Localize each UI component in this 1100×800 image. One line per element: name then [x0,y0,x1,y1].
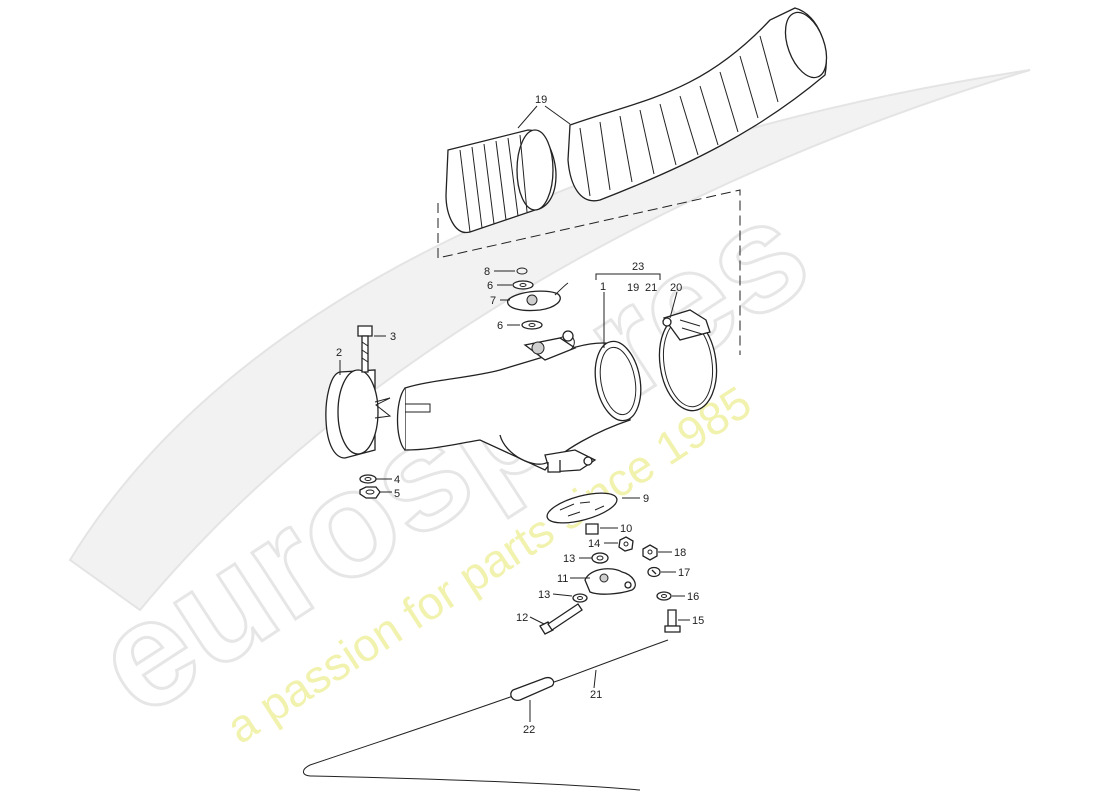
callout-7: 7 [490,295,496,307]
callout-17: 17 [678,567,690,579]
callout-21-group: 21 [645,282,657,294]
hose-short [445,129,557,234]
callout-labels: 19 23 1 19 21 20 8 6 7 6 2 3 4 5 9 10 14… [336,94,704,736]
callout-18: 18 [674,547,686,559]
callout-14: 14 [588,538,600,550]
callout-23: 23 [632,261,644,273]
lock-washer [647,566,661,578]
washer-13b [572,593,588,603]
callout-19: 19 [535,94,547,106]
callout-12: 12 [516,612,528,624]
callout-10: 10 [620,523,632,535]
hex-nut [359,486,381,499]
callout-5: 5 [394,488,400,500]
washer-13a-hole [596,555,604,561]
washer-hole [364,477,372,481]
bolt [357,325,373,373]
callout-13-lower: 13 [538,589,550,601]
spring-clip [516,267,528,275]
callout-8: 8 [484,266,490,278]
heat-exchanger-pipe [396,330,642,473]
callout-20: 20 [670,282,682,294]
flange-plate [507,282,569,312]
bolt-12 [539,603,583,635]
lever [584,568,636,595]
washer-16-hole [661,594,667,598]
callout-6-lower: 6 [497,320,503,332]
callout-15: 15 [692,615,704,627]
nut-18 [642,544,658,561]
clamp-band [325,369,392,459]
washer-13a [591,552,609,564]
callout-9: 9 [643,493,649,505]
flap-plate [546,492,618,524]
callout-2: 2 [336,347,342,359]
hose-long [567,7,828,202]
stud [664,609,681,633]
callout-13-upper: 13 [563,553,575,565]
washer-13b-hole [577,596,583,600]
washer-lower [521,320,543,330]
callout-21: 21 [590,689,602,701]
leader-lines [339,105,690,722]
callout-6-upper: 6 [487,280,493,292]
hose-clamp [658,309,718,412]
callout-22: 22 [523,724,535,736]
callout-16: 16 [687,591,699,603]
callout-1: 1 [600,281,606,293]
washer-lower-hole [528,323,536,327]
watermark-swoosh [68,69,1031,612]
spacer [585,523,599,535]
washer-16 [656,591,672,601]
callout-3: 3 [390,331,396,343]
washer-upper-hole [519,283,527,287]
callout-11: 11 [557,573,568,585]
washer-upper [512,280,534,290]
control-cable [303,639,669,791]
callout-19-group: 19 [627,282,639,294]
nut-14 [618,536,634,552]
washer [359,474,377,484]
callout-4: 4 [394,474,400,486]
